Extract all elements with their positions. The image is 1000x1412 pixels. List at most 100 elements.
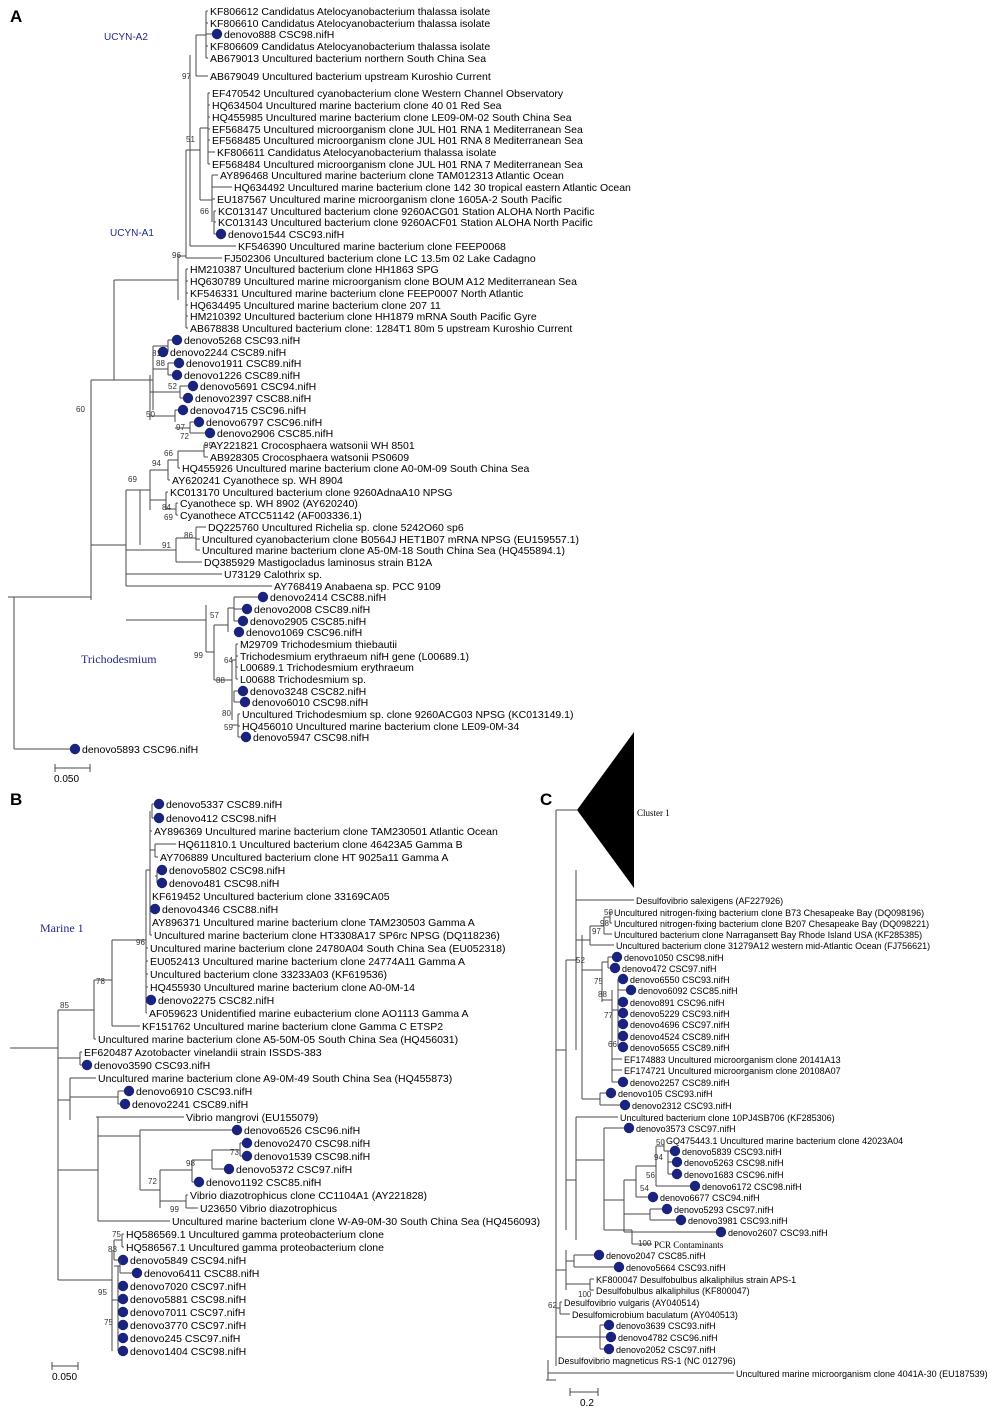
bootstrap-value: 57 xyxy=(210,611,219,620)
sequence-marker-dot xyxy=(69,743,81,755)
sequence-marker-dot xyxy=(689,1180,701,1192)
leaf-label: AB679049 Uncultured bacterium upstream K… xyxy=(210,71,491,83)
leaf-label: denovo3248 CSC82.nifH xyxy=(250,686,366,698)
leaf-label: KF619452 Uncultured bacterium clone 3316… xyxy=(152,891,390,903)
bootstrap-value: 83 xyxy=(108,1245,117,1254)
leaf-label: denovo2312 CSC93.nifH xyxy=(632,1101,732,1111)
leaf-label: DQ385929 Mastigocladus laminosus strain … xyxy=(204,557,432,569)
bootstrap-value: 96 xyxy=(172,251,181,260)
leaf-label: denovo105 CSC93.nifH xyxy=(618,1089,713,1099)
sequence-marker-dot xyxy=(257,591,269,603)
sequence-marker-dot xyxy=(617,996,629,1008)
leaf-label: Desulfovibrio salexigens (AF227926) xyxy=(636,896,783,906)
leaf-label: HQ634492 Uncultured marine bacterium clo… xyxy=(234,182,631,194)
bootstrap-value: 62 xyxy=(548,1301,557,1310)
leaf-label: AY221821 Crocosphaera watsonii WH 8501 xyxy=(210,440,415,452)
leaf-label: denovo2470 CSC98.nifH xyxy=(254,1138,370,1150)
leaf-label: Vibrio mangrovi (EU155079) xyxy=(186,1112,318,1124)
scale-bar-label: 0.050 xyxy=(54,774,79,785)
bootstrap-value: 86 xyxy=(184,531,193,540)
leaf-label: denovo3639 CSC93.nifH xyxy=(616,1321,716,1331)
leaf-label: denovo5881 CSC98.nifH xyxy=(130,1294,246,1306)
bootstrap-value: 84 xyxy=(162,503,171,512)
sequence-marker-dot xyxy=(240,731,252,743)
leaf-label: EF568485 Uncultured microorganism clone … xyxy=(212,135,583,147)
leaf-label: HQ630789 Uncultured marine microorganism… xyxy=(190,276,577,288)
leaf-label: denovo5268 CSC93.nifH xyxy=(184,335,300,347)
leaf-label: denovo6797 CSC96.nifH xyxy=(206,417,322,429)
sequence-marker-dot xyxy=(715,1226,727,1238)
leaf-label: denovo2047 CSC85.nifH xyxy=(606,1251,706,1261)
leaf-label: denovo412 CSC98.nifH xyxy=(166,813,276,825)
leaf-label: denovo5293 CSC97.nifH xyxy=(674,1205,774,1215)
sequence-marker-dot xyxy=(177,404,189,416)
leaf-label: denovo6172 CSC98.nifH xyxy=(702,1182,802,1192)
leaf-label: denovo5893 CSC96.nifH xyxy=(82,744,198,756)
leaf-label: denovo4696 CSC97.nifH xyxy=(630,1020,730,1030)
bootstrap-value: 94 xyxy=(152,459,161,468)
sequence-marker-dot xyxy=(605,1331,617,1343)
leaf-label: denovo6092 CSC85.nifH xyxy=(638,986,738,996)
bootstrap-value: 98 xyxy=(186,1159,195,1168)
sequence-marker-dot xyxy=(117,1293,129,1305)
sequence-marker-dot xyxy=(123,1085,135,1097)
bootstrap-value: 50 xyxy=(146,410,155,419)
leaf-label: denovo2257 CSC89.nifH xyxy=(630,1078,730,1088)
leaf-label: EF568475 Uncultured microorganism clone … xyxy=(212,124,583,136)
leaf-label: Uncultured marine bacterium clone A5-50M… xyxy=(98,1034,458,1046)
leaf-label: Desulfovibrio vulgaris (AY040514) xyxy=(564,1298,699,1308)
sequence-marker-dot xyxy=(593,1249,605,1261)
sequence-marker-dot xyxy=(204,427,216,439)
leaf-label: denovo1404 CSC98.nifH xyxy=(130,1346,246,1358)
leaf-label: denovo1911 CSC89.nifH xyxy=(186,358,301,370)
leaf-label: denovo1544 CSC93.nifH xyxy=(228,229,344,241)
leaf-label: M29709 Trichodesmium thiebautii xyxy=(240,639,397,651)
leaf-label: AY706889 Uncultured bacterium clone HT 9… xyxy=(160,852,448,864)
leaf-label: denovo2414 CSC88.nifH xyxy=(270,592,386,604)
sequence-marker-dot xyxy=(661,1203,673,1215)
leaf-label: denovo5337 CSC89.nifH xyxy=(166,799,282,811)
leaf-label: Uncultured cyanobacterium clone B0564J H… xyxy=(202,534,579,546)
sequence-marker-dot xyxy=(193,1176,205,1188)
bootstrap-value: 52 xyxy=(576,956,585,965)
clade-label-ucyn-a2: UCYN-A2 xyxy=(104,32,148,43)
bootstrap-value: 98 xyxy=(600,919,609,928)
bootstrap-value: 100 xyxy=(638,1239,652,1248)
bootstrap-value: 73 xyxy=(230,1148,239,1157)
sequence-marker-dot xyxy=(223,1163,235,1175)
leaf-label: denovo2905 CSC85.nifH xyxy=(250,616,366,628)
bootstrap-value: 60 xyxy=(76,405,85,414)
leaf-label: denovo5229 CSC93.nifH xyxy=(630,1009,730,1019)
sequence-marker-dot xyxy=(611,951,623,963)
bootstrap-value: 75 xyxy=(104,1318,113,1327)
leaf-label: denovo5839 CSC93.nifH xyxy=(682,1147,782,1157)
sequence-marker-dot xyxy=(149,903,161,915)
bootstrap-value: 66 xyxy=(200,207,209,216)
sequence-marker-dot xyxy=(617,1041,629,1053)
sequence-marker-dot xyxy=(117,1332,129,1344)
sequence-marker-dot xyxy=(237,615,249,627)
leaf-label: denovo6010 CSC98.nifH xyxy=(252,697,368,709)
leaf-label: denovo1069 CSC96.nifH xyxy=(246,627,362,639)
sequence-marker-dot xyxy=(623,1122,635,1134)
sequence-marker-dot xyxy=(117,1306,129,1318)
leaf-label: denovo6411 CSC88.nifH xyxy=(144,1268,259,1280)
bootstrap-value: 54 xyxy=(640,1184,649,1193)
sequence-marker-dot xyxy=(153,812,165,824)
bootstrap-value: 51 xyxy=(186,135,195,144)
leaf-label: denovo5849 CSC94.nifH xyxy=(130,1255,246,1267)
sequence-marker-dot xyxy=(117,1280,129,1292)
leaf-label: L00688 Trichodesmium sp. xyxy=(240,674,366,686)
leaf-label: denovo5802 CSC98.nifH xyxy=(169,865,285,877)
sequence-marker-dot xyxy=(233,626,245,638)
leaf-label: GQ475443.1 Uncultured marine bacterium c… xyxy=(666,1136,903,1146)
sequence-marker-dot xyxy=(145,994,157,1006)
leaf-label: HM210392 Uncultured bacterium clone HH18… xyxy=(190,311,537,323)
leaf-label: AY896371 Uncultured marine bacterium clo… xyxy=(152,917,475,929)
leaf-label: denovo1683 CSC96.nifH xyxy=(684,1170,784,1180)
sequence-marker-dot xyxy=(153,798,165,810)
leaf-label: Uncultured marine bacterium clone A5-0M-… xyxy=(202,545,565,557)
sequence-marker-dot xyxy=(156,864,168,876)
sequence-marker-dot xyxy=(211,28,223,40)
